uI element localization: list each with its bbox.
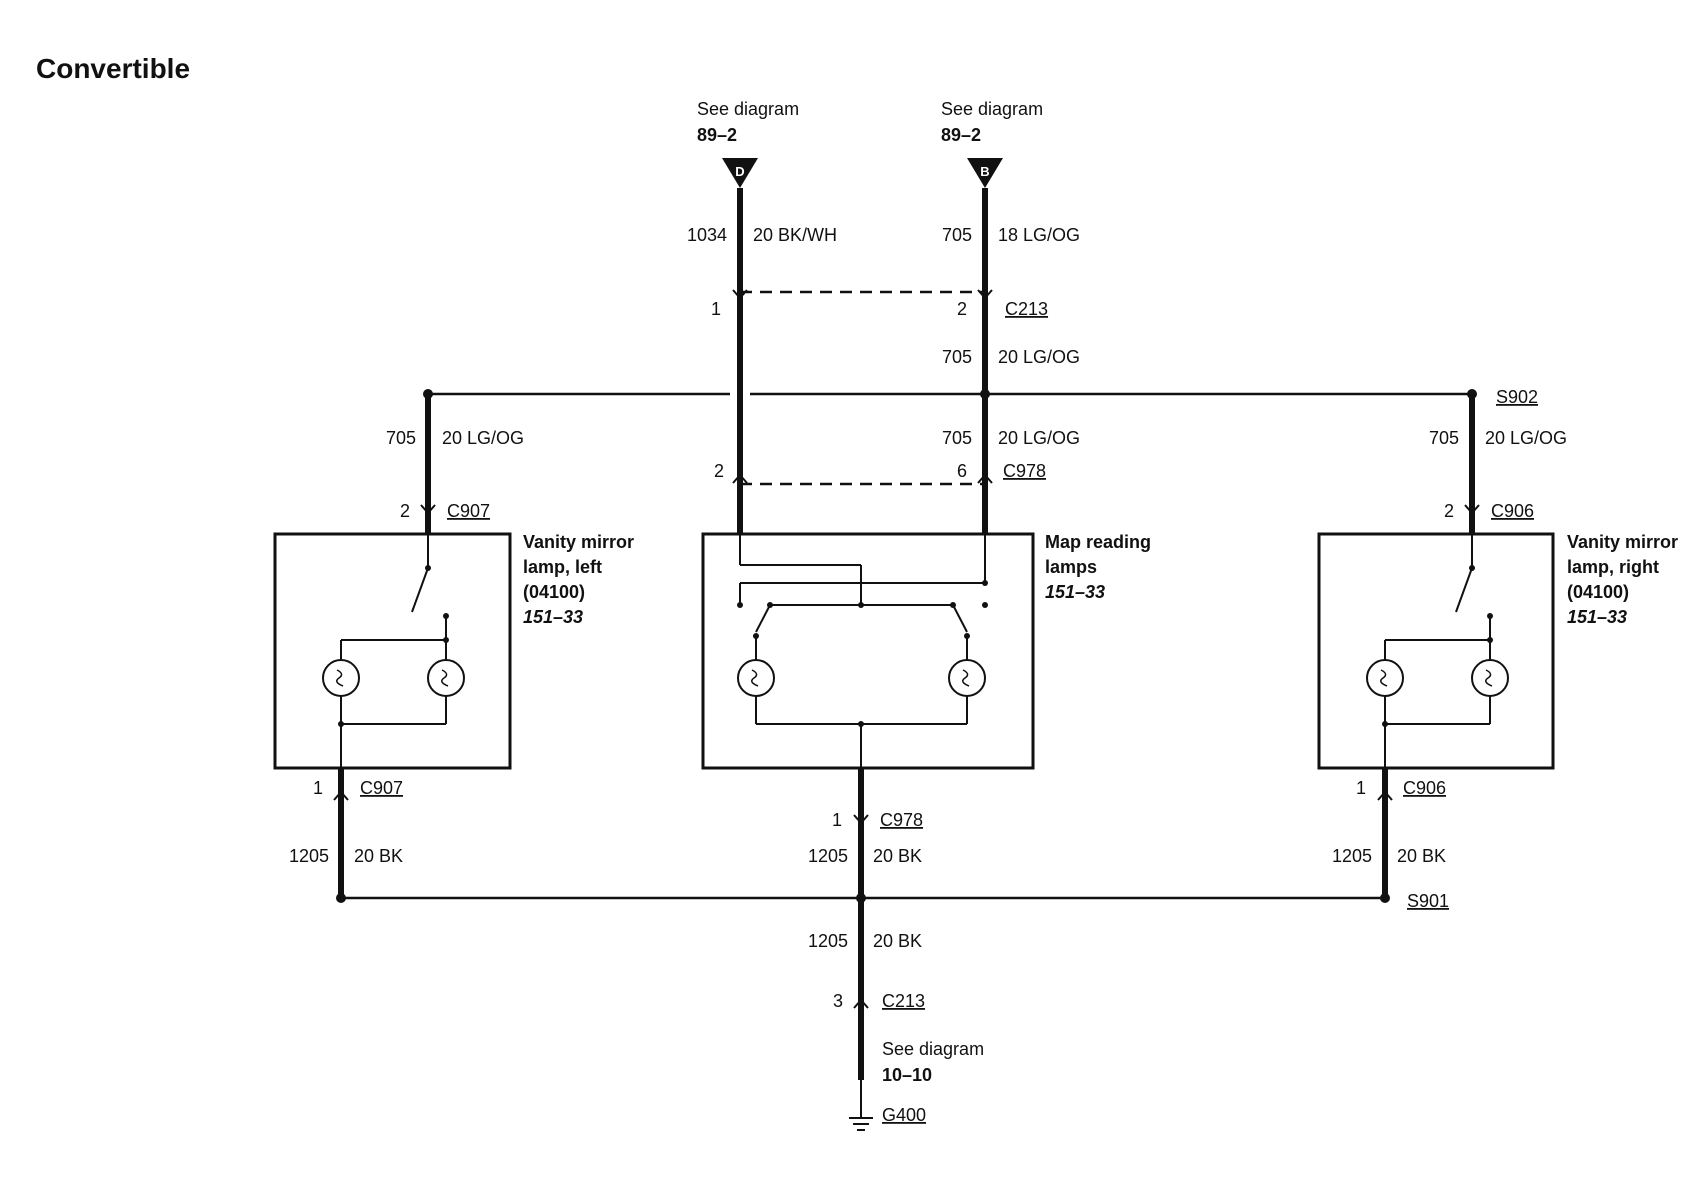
vanity-right-circuit <box>1366 534 1509 768</box>
wire-spec-label: 20 BK <box>354 846 403 866</box>
connector-pin: 3 <box>833 991 843 1011</box>
map-reading-circuit <box>737 534 988 768</box>
connector-pin: 2 <box>400 501 410 521</box>
wire-spec-label: 20 BK <box>873 846 922 866</box>
wire-circuit-label: 1205 <box>808 846 848 866</box>
component-label: lamps <box>1045 557 1097 577</box>
wire-spec-label: 20 BK <box>1397 846 1446 866</box>
connector-name: C906 <box>1403 778 1446 798</box>
ground-label: G400 <box>882 1105 926 1125</box>
wire-circuit-label: 705 <box>942 225 972 245</box>
map-reading-box <box>701 532 1035 770</box>
ref-bottom-text: See diagram <box>882 1039 984 1059</box>
lamp-bulb-icon <box>322 659 360 697</box>
connector-name: C907 <box>447 501 490 521</box>
component-ref: 151–33 <box>523 607 583 627</box>
connector-chevrons <box>333 289 1480 1009</box>
wire-circuit-label: 1205 <box>1332 846 1372 866</box>
component-label: Map reading <box>1045 532 1151 552</box>
splice-label-s902: S902 <box>1496 387 1538 407</box>
splice-dot <box>423 389 433 399</box>
splice-dot <box>980 389 990 399</box>
lamp-bulb-icon <box>737 659 775 697</box>
wire-spec-label: 20 BK/WH <box>753 225 837 245</box>
connector-name: C978 <box>880 810 923 830</box>
connector-pin: 2 <box>1444 501 1454 521</box>
lamp-bulb-icon <box>1366 659 1404 697</box>
connector-name: C213 <box>1005 299 1048 319</box>
lamp-bulb-icon <box>1471 659 1509 697</box>
splice-dot <box>1380 893 1390 903</box>
wire-circuit-label: 705 <box>386 428 416 448</box>
ref-top-right-text: See diagram <box>941 99 1043 119</box>
wire-circuit-label: 705 <box>942 428 972 448</box>
connector-pin: 1 <box>832 810 842 830</box>
ref-letter-d: D <box>735 164 744 179</box>
connector-pin: 2 <box>714 461 724 481</box>
ref-letter-b: B <box>980 164 989 179</box>
component-label: Vanity mirror <box>523 532 634 552</box>
splice-dot <box>1467 389 1477 399</box>
vanity-mirror-right-box <box>1317 532 1555 770</box>
connector-name: C978 <box>1003 461 1046 481</box>
connector-pin: 1 <box>313 778 323 798</box>
ref-bottom-num: 10–10 <box>882 1065 932 1085</box>
splice-label-s901: S901 <box>1407 891 1449 911</box>
connector-pin: 2 <box>957 299 967 319</box>
lamp-bulb-icon <box>948 659 986 697</box>
wire-spec-label: 20 LG/OG <box>442 428 524 448</box>
wire-spec-label: 18 LG/OG <box>998 225 1080 245</box>
connector-name: C213 <box>882 991 925 1011</box>
splice-dot <box>856 893 866 903</box>
connector-pin: 1 <box>1356 778 1366 798</box>
splice-dot <box>336 893 346 903</box>
connector-arrow-b-icon <box>967 158 1003 188</box>
ref-top-left-text: See diagram <box>697 99 799 119</box>
vanity-left-circuit <box>322 534 465 768</box>
connector-pin: 6 <box>957 461 967 481</box>
vanity-mirror-left-box <box>273 532 512 770</box>
component-label: Vanity mirror <box>1567 532 1678 552</box>
page-title: Convertible <box>36 53 190 84</box>
connector-name: C907 <box>360 778 403 798</box>
wire-circuit-label: 705 <box>942 347 972 367</box>
connector-arrow-d-icon <box>722 158 758 188</box>
wire-circuit-label: 1205 <box>289 846 329 866</box>
ref-top-right-num: 89–2 <box>941 125 981 145</box>
connector-pin: 1 <box>711 299 721 319</box>
ref-top-left-num: 89–2 <box>697 125 737 145</box>
wire-spec-label: 20 LG/OG <box>1485 428 1567 448</box>
component-ref: 151–33 <box>1045 582 1105 602</box>
component-code: (04100) <box>523 582 585 602</box>
component-label: lamp, left <box>523 557 602 577</box>
connector-name: C906 <box>1491 501 1534 521</box>
wire-circuit-label: 1034 <box>687 225 727 245</box>
wire-spec-label: 20 BK <box>873 931 922 951</box>
component-ref: 151–33 <box>1567 607 1627 627</box>
wire-circuit-label: 705 <box>1429 428 1459 448</box>
component-label: lamp, right <box>1567 557 1659 577</box>
wire-spec-label: 20 LG/OG <box>998 428 1080 448</box>
wire-segments <box>338 188 1475 1080</box>
wire-spec-label: 20 LG/OG <box>998 347 1080 367</box>
wire-circuit-label: 1205 <box>808 931 848 951</box>
lamp-bulb-icon <box>427 659 465 697</box>
component-code: (04100) <box>1567 582 1629 602</box>
ground-icon <box>849 1080 873 1131</box>
